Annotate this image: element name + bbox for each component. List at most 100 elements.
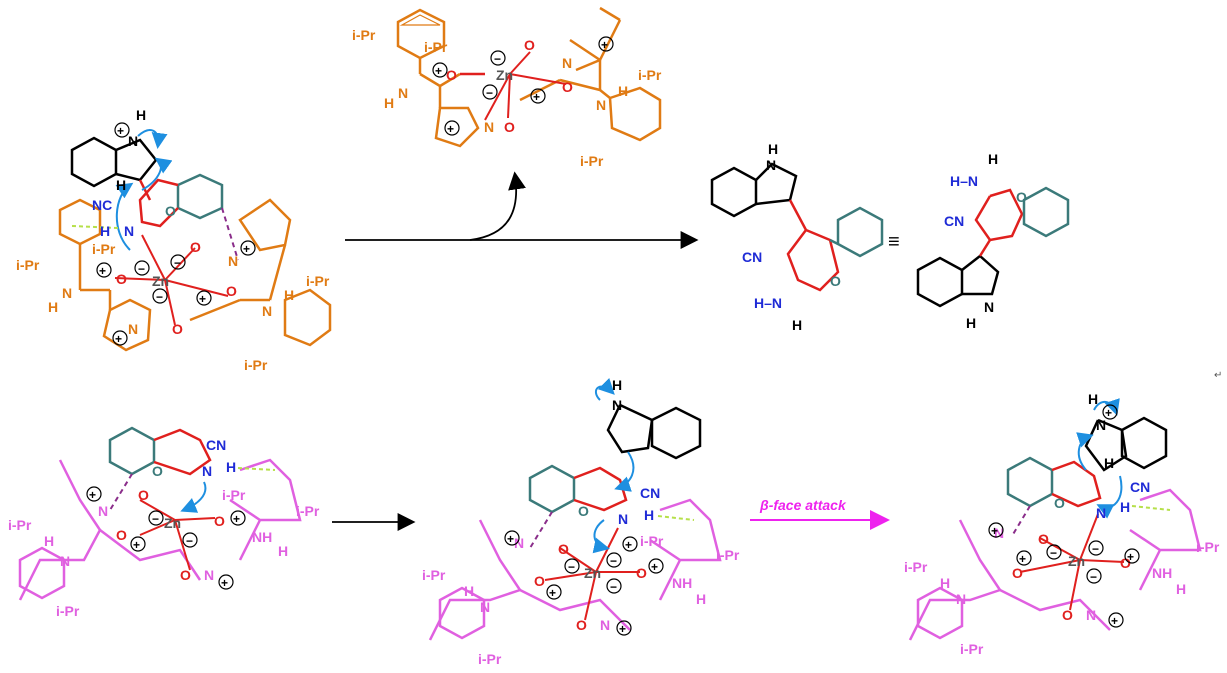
product-two	[916, 186, 1070, 308]
h-label: H	[988, 151, 998, 167]
pi-interaction-dash	[221, 207, 239, 261]
bottom-right-charge-signs: + + − − + + − +	[991, 406, 1134, 628]
return-mark: ↵	[1214, 370, 1222, 381]
bottom-right-blue-arrows	[1076, 398, 1123, 519]
n-label: N	[618, 511, 628, 527]
o-label: O	[446, 67, 457, 83]
top-left-blue-arrows	[115, 129, 173, 251]
minus-sign: −	[610, 554, 617, 568]
plus-sign: +	[549, 586, 556, 600]
bottom-left-blue-arrow	[180, 481, 207, 513]
n-label: N	[128, 321, 138, 337]
plus-sign: +	[243, 242, 250, 256]
i-pr-label: i-Pr	[92, 241, 116, 257]
i-pr-label: i-Pr	[904, 559, 928, 575]
h-label: H	[696, 591, 706, 607]
o-label: O	[165, 203, 176, 219]
zn-label: Zn	[496, 67, 513, 83]
cn-label: CN	[742, 249, 762, 265]
o-label: O	[534, 573, 545, 589]
o-label: O	[578, 503, 589, 519]
n-label: N	[596, 97, 606, 113]
o-label: O	[504, 119, 515, 135]
o-label: O	[214, 513, 225, 529]
plus-sign: +	[1111, 614, 1118, 628]
i-pr-label: i-Pr	[422, 567, 446, 583]
n-label: N	[562, 55, 572, 71]
product-two-labels: H H–N O CN N H	[944, 151, 1027, 331]
plus-sign: +	[233, 512, 240, 526]
o-label: O	[116, 271, 127, 287]
i-pr-label: i-Pr	[306, 273, 330, 289]
plus-sign: +	[1127, 550, 1134, 564]
n-label: N	[994, 525, 1004, 541]
bottom-left-charges	[86, 486, 246, 590]
i-pr-label: i-Pr	[56, 603, 80, 619]
bottom-left-charge-signs: + − + + − +	[89, 488, 240, 590]
o-label: O	[576, 617, 587, 633]
h-bond-dash	[1131, 505, 1171, 511]
h-bond-dash	[237, 467, 276, 471]
i-pr-label: i-Pr	[8, 517, 32, 533]
h-label: H	[278, 543, 288, 559]
bottom-right-charges	[988, 404, 1140, 628]
i-pr-label: i-Pr	[638, 67, 662, 83]
o-label: O	[636, 565, 647, 581]
minus-sign: −	[156, 290, 163, 304]
i-pr-label: i-Pr	[478, 651, 502, 667]
released-catalyst-charges	[432, 36, 614, 136]
plus-sign: +	[199, 292, 206, 306]
released-catalyst-orange	[396, 6, 662, 148]
plus-sign: +	[117, 124, 124, 138]
nh-label: NH	[1152, 565, 1172, 581]
o-label: O	[226, 283, 237, 299]
bottom-right-zn-bonds	[1019, 513, 1125, 611]
minus-sign: −	[568, 560, 575, 574]
o-label: O	[1120, 555, 1131, 571]
catalyst-release-arrow	[469, 171, 526, 241]
n-label: N	[98, 503, 108, 519]
n-label: N	[228, 253, 238, 269]
o-label: O	[1054, 495, 1065, 511]
n-label: N	[398, 85, 408, 101]
h-label: H	[1176, 581, 1186, 597]
plus-sign: +	[991, 524, 998, 538]
o-label: O	[152, 463, 163, 479]
n-label: N	[514, 535, 524, 551]
n-label: N	[204, 567, 214, 583]
bottom-left-zn-bonds	[139, 499, 216, 571]
zn-label: Zn	[584, 565, 601, 581]
plus-sign: +	[619, 622, 626, 636]
h-n-label: H–N	[754, 295, 782, 311]
pi-interaction-dash	[1011, 505, 1031, 537]
minus-sign: −	[494, 52, 501, 66]
n-label: N	[124, 223, 134, 239]
n-label: N	[60, 553, 70, 569]
n-label: N	[766, 157, 776, 173]
plus-sign: +	[99, 264, 106, 278]
nh-label: NH	[252, 529, 272, 545]
i-pr-label: i-Pr	[1196, 539, 1220, 555]
minus-sign: −	[174, 256, 181, 270]
n-label: N	[612, 397, 622, 413]
plus-sign: +	[625, 538, 632, 552]
top-left-zn-bonds	[114, 234, 229, 326]
h-label: H	[136, 107, 146, 123]
h-label: H	[284, 287, 294, 303]
plus-sign: +	[89, 488, 96, 502]
h-bond-dash	[71, 225, 119, 229]
zn-label: Zn	[164, 515, 181, 531]
h-label: H	[940, 575, 950, 591]
minus-sign: −	[186, 534, 193, 548]
bottom-right-labels: H N H CN O N H i-Pr N O Zn O O NH H i-Pr…	[904, 391, 1220, 657]
i-pr-label: i-Pr	[960, 641, 984, 657]
h-label: H	[644, 507, 654, 523]
h-label: H	[1120, 499, 1130, 515]
bottom-middle-charges	[504, 530, 664, 636]
o-label: O	[116, 527, 127, 543]
released-catalyst-zn-bonds	[484, 51, 567, 121]
h-label: H	[618, 83, 628, 99]
zn-label: Zn	[152, 273, 169, 289]
h-label: H	[792, 317, 802, 333]
bottom-left-complex	[18, 426, 302, 601]
